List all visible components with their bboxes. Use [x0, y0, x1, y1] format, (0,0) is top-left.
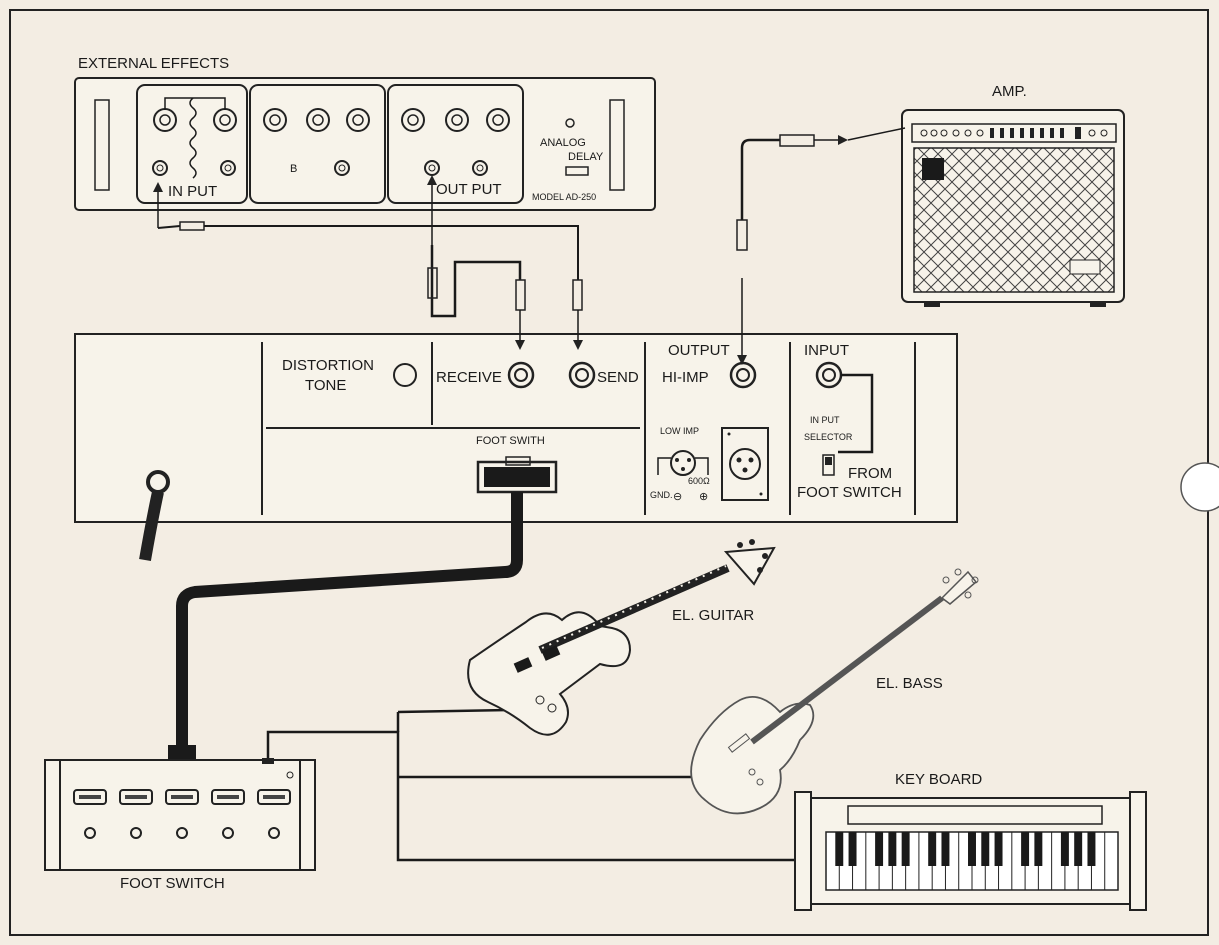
foot-switch-led: [176, 827, 188, 839]
effects-input-label: IN PUT: [168, 183, 217, 200]
module-b-label: B: [290, 163, 297, 175]
low-imp-label: LOW IMP: [660, 426, 699, 436]
keyboard-display-panel: [847, 805, 1103, 825]
black-key: [1021, 832, 1030, 866]
distortion-tone-line1: DISTORTION: [282, 357, 374, 374]
receive-jack[interactable]: [507, 361, 535, 389]
input-label: INPUT: [804, 342, 849, 359]
rack-ear-slot-right: [609, 99, 625, 191]
amp-logo: [922, 158, 944, 180]
hi-imp-label: HI-IMP: [662, 369, 709, 386]
black-key: [1060, 832, 1069, 866]
delay-indicator-led: [565, 118, 575, 128]
input-selector-line1: IN PUT: [810, 415, 840, 425]
low-imp-xlr-diagram: [670, 450, 696, 476]
electric-bass-illustration: [690, 568, 979, 815]
guitar-label: EL. GUITAR: [672, 607, 754, 624]
effect-module-3: [387, 84, 524, 204]
foot-switch-led: [84, 827, 96, 839]
effects-output-label: OUT PUT: [436, 181, 502, 198]
keyboard-illustration: [794, 791, 1147, 911]
electric-guitar-illustration: [467, 539, 776, 736]
foot-switch-label: FOOT SWITCH: [120, 875, 225, 892]
binder-hole: [1180, 462, 1219, 512]
output-label: OUTPUT: [668, 342, 730, 359]
foot-switch-connector-label: FOOT SWITH: [476, 435, 545, 447]
foot-switch-led: [222, 827, 234, 839]
keyboard-label: KEY BOARD: [895, 771, 982, 788]
input-selector-line2: SELECTOR: [804, 432, 853, 442]
power-cord: [139, 490, 164, 562]
distortion-tone-knob[interactable]: [393, 363, 417, 387]
foot-switch-led: [130, 827, 142, 839]
from-line2: FOOT SWITCH: [797, 484, 902, 501]
delay-name-line2: DELAY: [568, 151, 604, 163]
foot-switch-led: [268, 827, 280, 839]
amp-knobs: [920, 127, 1108, 139]
from-line1: FROM: [848, 465, 892, 482]
low-imp-xlr-jack[interactable]: [721, 427, 769, 501]
black-key: [875, 832, 884, 866]
black-key: [1087, 832, 1096, 866]
delay-switch: [565, 166, 589, 176]
black-key: [994, 832, 1003, 866]
minus-pin-label: ⊖: [673, 491, 682, 503]
foot-switch-illustration: [44, 758, 316, 871]
black-key: [901, 832, 910, 866]
effect-loop-cables: [153, 175, 583, 350]
black-key: [1074, 832, 1083, 866]
delay-model: MODEL AD-250: [532, 192, 596, 202]
amp-title: AMP.: [992, 83, 1027, 100]
gnd-label: GND.: [650, 490, 673, 500]
main-unit-panel: DISTORTION TONE RECEIVE SEND FOOT SWITH …: [74, 333, 958, 562]
external-effects-title: EXTERNAL EFFECTS: [78, 55, 229, 72]
delay-name-line1: ANALOG: [540, 137, 586, 149]
effect-module-b: [249, 84, 386, 204]
send-jack[interactable]: [568, 361, 596, 389]
effect-module-1: [136, 84, 248, 204]
black-key: [1034, 832, 1043, 866]
input-selector-switch[interactable]: [822, 454, 835, 476]
ohm-label: 600Ω: [688, 476, 710, 486]
send-label: SEND: [597, 369, 639, 386]
module-3-knobs: [401, 108, 510, 176]
foot-switch-cable: [176, 492, 523, 748]
amp-badge: [1069, 259, 1101, 275]
receive-label: RECEIVE: [436, 369, 502, 386]
black-key: [888, 832, 897, 866]
module-1-knobs: [152, 97, 237, 179]
external-effects-unit: EXTERNAL EFFECTS IN PUT B: [74, 55, 656, 211]
black-key: [968, 832, 976, 866]
black-key: [928, 832, 937, 866]
amp-control-panel: [911, 123, 1117, 143]
amp-cable: [736, 127, 906, 365]
plus-pin-label: ⊕: [699, 491, 708, 503]
bass-label: EL. BASS: [876, 675, 943, 692]
rack-ear-slot-left: [94, 99, 110, 191]
black-key: [941, 832, 950, 866]
black-key: [981, 832, 990, 866]
black-key: [835, 832, 844, 866]
black-key: [848, 832, 857, 866]
amp-unit: AMP.: [901, 83, 1125, 307]
module-b-knobs: [263, 108, 370, 176]
distortion-tone-line2: TONE: [305, 377, 346, 394]
